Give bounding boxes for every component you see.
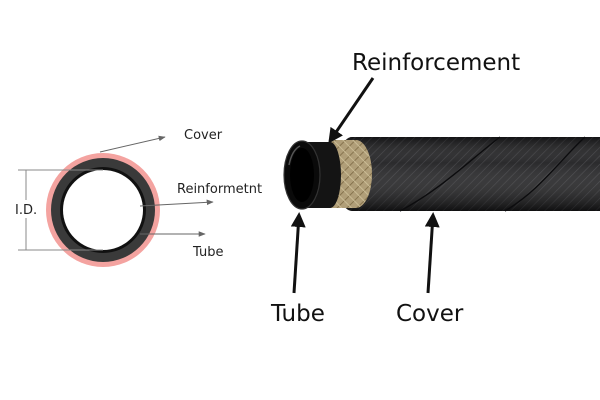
tube-label: Tube	[270, 301, 325, 327]
cover-label-small: Cover	[184, 128, 223, 143]
cover-arrow	[424, 212, 440, 294]
reinforcement-label: Reinforcement	[352, 50, 520, 76]
cover-seam	[399, 136, 501, 212]
cover-leader	[99, 135, 166, 153]
hose-braid	[330, 140, 372, 208]
cover-label: Cover	[396, 301, 464, 327]
tube-arrow	[290, 212, 306, 294]
tube-label-small: Tube	[192, 245, 223, 260]
hose: Reinforcement Tube Cover	[270, 50, 600, 327]
cross-section: I.D. Cover Reinformetnt Tube	[12, 128, 262, 267]
reinforcement-label-small: Reinformetnt	[177, 182, 262, 197]
cover-seam	[504, 136, 586, 212]
id-label: I.D.	[15, 203, 37, 218]
reinforcement-arrow	[328, 77, 375, 144]
bore	[63, 170, 143, 250]
reinforcement-leader	[139, 199, 214, 207]
